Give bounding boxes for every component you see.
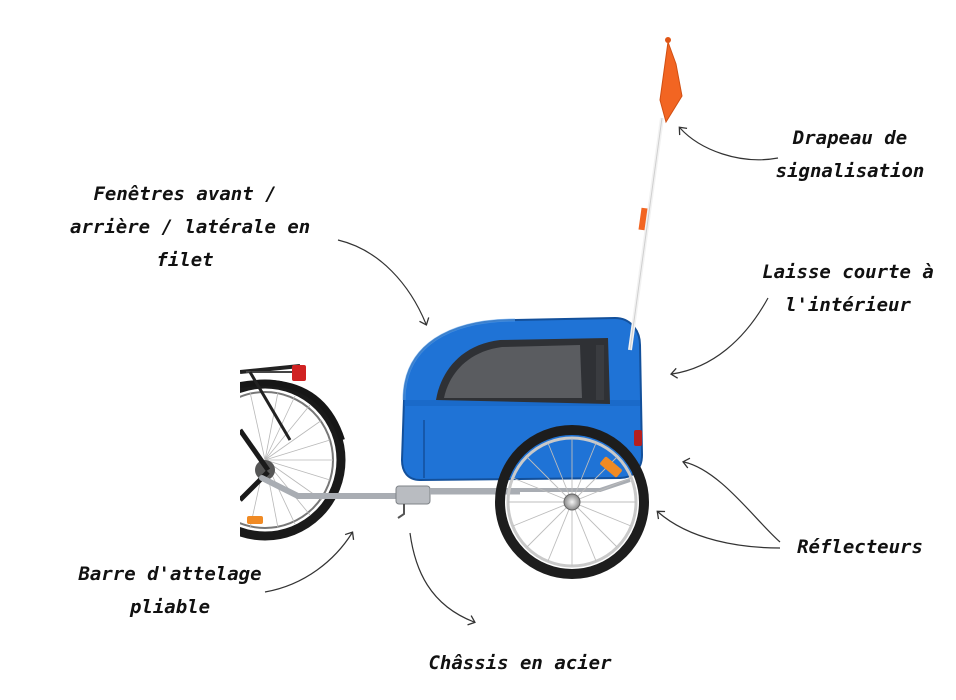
rear-reflector [634, 430, 642, 446]
label-leash-line-2: l'intérieur [785, 294, 911, 316]
curved-arrow-icon [670, 297, 769, 379]
spoke-reflector [247, 516, 263, 524]
label-flag-line-2: signalisation [775, 160, 925, 182]
label-hitch: Barre d'attelage pliable [70, 558, 270, 624]
label-windows-line-1: Fenêtres avant / [93, 183, 277, 205]
label-flag-line-1: Drapeau de [792, 127, 908, 149]
label-chassis-line-1: Châssis en acier [428, 652, 612, 674]
label-hitch-line-1: Barre d'attelage [78, 563, 262, 585]
label-flag: Drapeau de signalisation [770, 122, 930, 188]
curved-arrow-icon [682, 457, 781, 543]
trailer-wheel [495, 425, 649, 579]
curved-arrow-icon [656, 510, 781, 549]
label-leash: Laisse courte à l'intérieur [748, 256, 948, 322]
curved-arrow-icon [409, 532, 476, 626]
label-chassis: Châssis en acier [420, 647, 620, 680]
label-windows-line-3: filet [156, 249, 214, 271]
wheel-reflector [600, 456, 622, 478]
label-reflectors: Réflecteurs [790, 531, 930, 564]
label-hitch-line-2: pliable [129, 596, 211, 618]
curved-arrow-icon [337, 239, 430, 326]
curved-arrow-icon [264, 531, 355, 593]
safety-flag [628, 37, 683, 351]
label-windows-line-2: arrière / latérale en [70, 216, 311, 238]
hitch-bar [259, 475, 520, 519]
curved-arrow-icon [678, 126, 779, 161]
rear-light [292, 365, 306, 381]
label-leash-line-1: Laisse courte à [762, 261, 934, 283]
label-windows: Fenêtres avant / arrière / latérale en f… [70, 178, 311, 277]
label-reflectors-line-1: Réflecteurs [797, 536, 923, 558]
steel-chassis [430, 478, 631, 492]
bicycle-rear-wheel [240, 364, 346, 541]
